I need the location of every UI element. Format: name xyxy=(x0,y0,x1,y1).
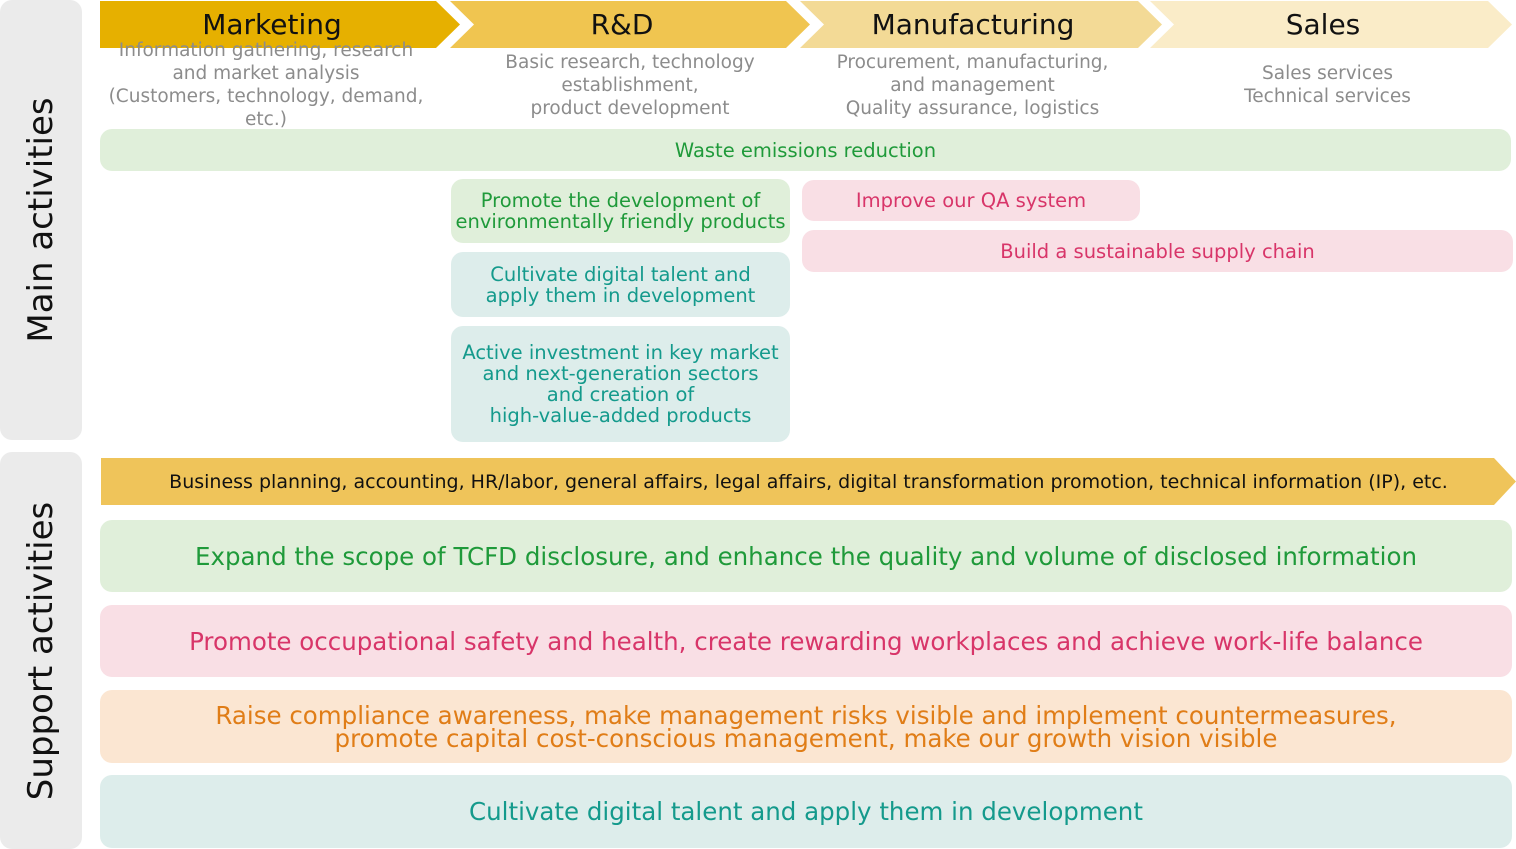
stage-manufacturing: Manufacturing xyxy=(800,1,1162,48)
qa-system-box: Improve our QA system xyxy=(802,180,1140,221)
support-activities-panel: Support activities xyxy=(0,452,82,849)
stage-description-manufacturing: Procurement, manufacturing, and manageme… xyxy=(836,51,1109,119)
stage-label: Manufacturing xyxy=(871,8,1075,41)
stage-sales: Sales xyxy=(1150,1,1512,48)
eco-products-box: Promote the development of environmental… xyxy=(451,179,790,243)
waste-emissions-box: Waste emissions reduction xyxy=(100,129,1511,171)
stage-label: R&D xyxy=(590,8,654,41)
support-functions-bar: Business planning, accounting, HR/labor,… xyxy=(101,458,1516,505)
stage-description-sales: Sales services Technical services xyxy=(1244,63,1411,107)
tcfd-box: Expand the scope of TCFD disclosure, and… xyxy=(100,520,1512,592)
safety-box: Promote occupational safety and health, … xyxy=(100,605,1512,677)
compliance-box: Raise compliance awareness, make managem… xyxy=(100,690,1512,763)
stage-marketing: Marketing xyxy=(100,1,460,48)
stage-description-marketing: Information gathering, research and mark… xyxy=(108,40,424,130)
investment-box: Active investment in key market and next… xyxy=(451,326,790,442)
main-activities-label: Main activities xyxy=(21,97,61,343)
digital-talent-box: Cultivate digital talent and apply them … xyxy=(100,775,1512,848)
stage-description-rd: Basic research, technology establishment… xyxy=(505,51,755,119)
stage-rd: R&D xyxy=(450,1,810,48)
digital-talent-rd-box: Cultivate digital talent and apply them … xyxy=(451,252,790,317)
support-activities-label: Support activities xyxy=(21,501,61,800)
stage-label: Sales xyxy=(1285,8,1361,41)
supply-chain-box: Build a sustainable supply chain xyxy=(802,230,1513,272)
stage-label: Marketing xyxy=(202,8,342,41)
main-activities-panel: Main activities xyxy=(0,0,82,440)
